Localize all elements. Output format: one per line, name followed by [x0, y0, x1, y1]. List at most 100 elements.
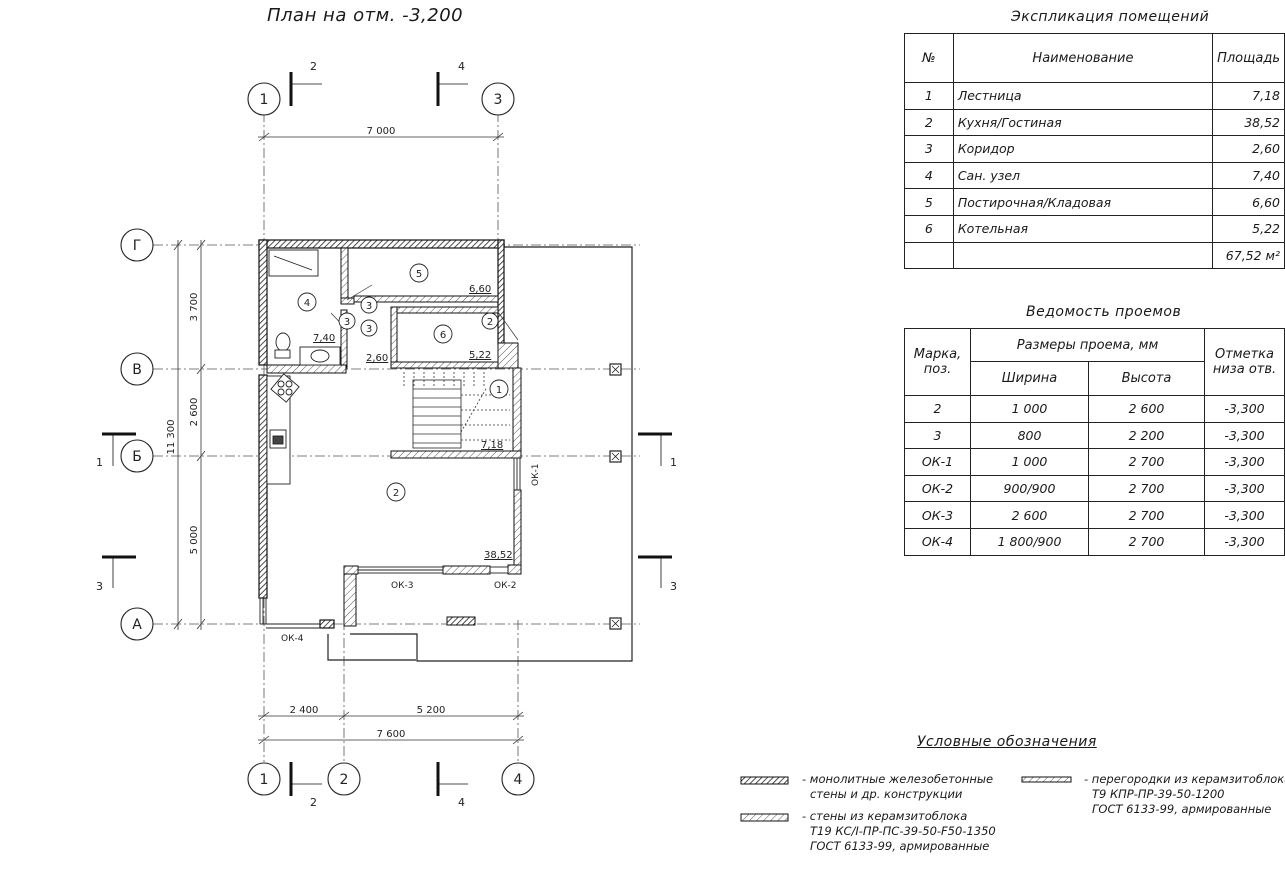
rooms-col-name: Наименование — [952, 33, 1214, 83]
axis-label-bottom-2: 2 — [340, 772, 349, 788]
room-num: 3 — [904, 135, 954, 163]
openings-col-height: Высота — [1088, 361, 1205, 396]
table-row: ОК-2 900/900 2 700 -3,300 — [904, 474, 1285, 503]
opening-level: -3,300 — [1204, 421, 1285, 450]
rooms-col-area: Площадь — [1212, 33, 1285, 83]
opening-level: -3,300 — [1204, 448, 1285, 476]
room-num: 2 — [904, 108, 954, 137]
door-mark-3: 3 — [366, 324, 372, 335]
rooms-table-title: Экспликация помещений — [1011, 9, 1210, 25]
axis-bubble-g — [120, 228, 154, 262]
axis-label-g: Г — [133, 238, 142, 254]
legend-swatch-partition — [1021, 776, 1072, 783]
axis-bubble-bottom-1 — [247, 762, 281, 796]
opening-width: 1 800/900 — [970, 527, 1089, 556]
axis-label-b: Б — [132, 449, 142, 465]
opening-width: 800 — [970, 421, 1089, 450]
room-marker-4: 4 — [304, 298, 310, 309]
room-name: Лестница — [952, 82, 1214, 110]
dim-top-total: 7 000 — [367, 126, 396, 137]
axis-bubble-bottom-2 — [327, 762, 361, 796]
room-area-3: 2,60 — [366, 353, 388, 364]
opening-height: 2 700 — [1088, 527, 1205, 556]
axis-grid-lines — [153, 112, 640, 762]
axis-bubbles — [120, 82, 535, 796]
window-label-ok1: ОК-1 — [531, 464, 541, 486]
room-marker-1: 1 — [496, 385, 502, 396]
openings-table: Марка, поз. Размеры проема, мм Отметка н… — [904, 328, 1285, 556]
room-marker-2: 2 — [393, 488, 399, 499]
axis-bubble-bottom-4 — [501, 762, 535, 796]
room-area-4: 7,40 — [313, 333, 335, 344]
room-area: 5,22 — [1212, 214, 1285, 243]
opening-height: 2 700 — [1088, 448, 1205, 476]
axis-label-bottom-1: 1 — [260, 772, 269, 788]
door-mark-3: 3 — [344, 317, 350, 328]
columns — [609, 363, 622, 630]
axis-label-bottom-4: 4 — [514, 772, 523, 788]
opening-height: 2 600 — [1088, 395, 1205, 423]
section-mark-2-top: 2 — [310, 60, 317, 73]
room-num: 4 — [904, 161, 954, 190]
openings-col-level: Отметка низа отв. — [1204, 328, 1285, 396]
room-num: 5 — [904, 188, 954, 216]
exterior-walls — [258, 239, 505, 629]
dim-bottom-total: 7 600 — [377, 729, 406, 740]
openings-col-width: Ширина — [970, 361, 1089, 396]
room-name: Коридор — [952, 135, 1214, 163]
axis-label-a: А — [132, 617, 142, 633]
table-row-total: 67,52 м² — [904, 241, 1285, 270]
section-mark-1-left: 1 — [96, 456, 103, 469]
dim-left-total: 11 300 — [166, 420, 177, 455]
toilet-icon — [275, 332, 291, 352]
opening-level: -3,300 — [1204, 527, 1285, 556]
opening-width: 1 000 — [970, 395, 1089, 423]
opening-mark: 2 — [904, 395, 971, 423]
rooms-total-area: 67,52 м² — [1212, 241, 1285, 270]
axis-bubble-top-1 — [247, 82, 281, 116]
room-area-2: 38,52 — [484, 550, 513, 561]
opening-level: -3,300 — [1204, 474, 1285, 503]
room-area: 6,60 — [1212, 188, 1285, 216]
section-mark-1-right: 1 — [670, 456, 677, 469]
table-row: 3 Коридор 2,60 — [904, 135, 1285, 163]
dim-left-c: 5 000 — [189, 526, 200, 555]
axis-label-top-1: 1 — [260, 92, 269, 108]
opening-height: 2 200 — [1088, 421, 1205, 450]
room-name: Постирочная/Кладовая — [952, 188, 1214, 216]
stair-opening — [446, 616, 476, 626]
room-name: Кухня/Гостиная — [952, 108, 1214, 137]
window-label-ok3: ОК-3 — [391, 581, 413, 591]
room-area-6: 5,22 — [469, 350, 491, 361]
opening-level: -3,300 — [1204, 395, 1285, 423]
opening-width: 900/900 — [970, 474, 1089, 503]
axis-label-v: В — [132, 362, 142, 378]
stove-icon — [270, 373, 300, 403]
legend-item-concrete: - монолитные железобетонные стены и др. … — [802, 772, 993, 802]
table-row: ОК-3 2 600 2 700 -3,300 — [904, 501, 1285, 529]
openings-col-mark: Марка, поз. — [904, 328, 971, 396]
legend-swatch-concrete — [740, 776, 789, 785]
dimension-lines — [173, 132, 524, 745]
opening-level: -3,300 — [1204, 501, 1285, 529]
table-row: 6 Котельная 5,22 — [904, 214, 1285, 243]
rooms-table: № Наименование Площадь 1 Лестница 7,18 2… — [904, 33, 1285, 270]
room-name: Котельная — [952, 214, 1214, 243]
opening-mark: ОК-4 — [904, 527, 971, 556]
table-row: 5 Постирочная/Кладовая 6,60 — [904, 188, 1285, 216]
room-area: 38,52 — [1212, 108, 1285, 137]
room-area: 7,18 — [1212, 82, 1285, 110]
legend-line: ГОСТ 6133-99, армированные — [1092, 802, 1272, 816]
section-mark-2-bottom: 2 — [310, 796, 317, 809]
room-area: 7,40 — [1212, 161, 1285, 190]
section-mark-4-top: 4 — [458, 60, 465, 73]
bathroom-fixtures — [268, 249, 341, 366]
axis-bubble-top-3 — [481, 82, 515, 116]
opening-height: 2 700 — [1088, 474, 1205, 503]
legend-line: - перегородки из керамзитоблока — [1084, 772, 1285, 786]
rooms-col-num: № — [904, 33, 954, 83]
opening-mark: ОК-3 — [904, 501, 971, 529]
table-row: 3 800 2 200 -3,300 — [904, 421, 1285, 450]
axis-bubble-v — [120, 352, 154, 386]
